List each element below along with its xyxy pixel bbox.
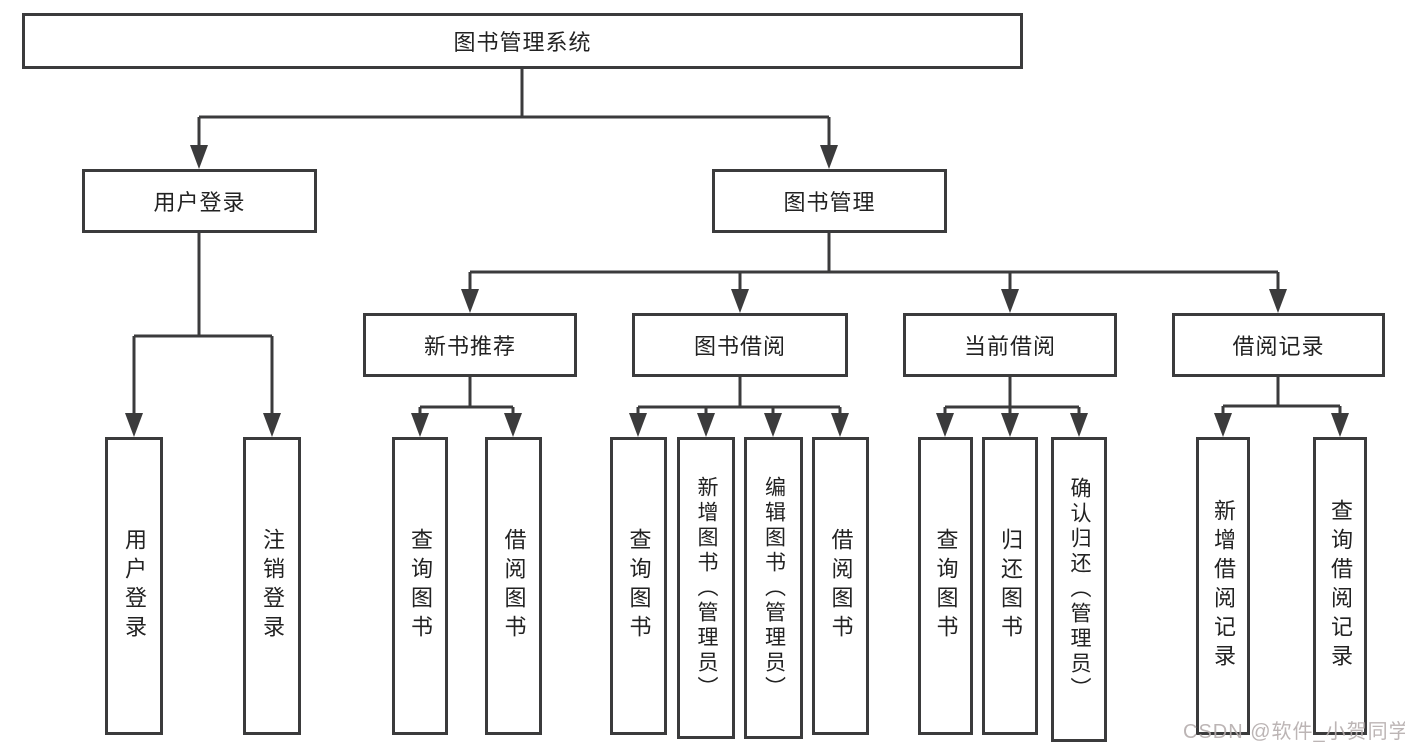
leaf-query-book: 查询图书 xyxy=(918,437,973,735)
leaf-user-login: 用户登录 xyxy=(105,437,163,735)
leaf-add-borrow-record: 新增借阅记录 xyxy=(1196,437,1250,735)
csdn-watermark: CSDN @软件_小贺同学 xyxy=(1183,721,1405,743)
node-book-borrowing: 图书借阅 xyxy=(632,313,848,377)
leaf-edit-book-admin: 编辑图书（管理员） xyxy=(744,437,803,739)
leaf-query-book: 查询图书 xyxy=(392,437,448,735)
leaf-return-book: 归还图书 xyxy=(982,437,1038,735)
leaf-query-borrow-record: 查询借阅记录 xyxy=(1313,437,1367,735)
node-new-book-recommendation: 新书推荐 xyxy=(363,313,577,377)
leaf-borrow-book: 借阅图书 xyxy=(485,437,542,735)
node-current-borrowing: 当前借阅 xyxy=(903,313,1117,377)
node-root-system: 图书管理系统 xyxy=(22,13,1023,69)
leaf-confirm-return-admin: 确认归还（管理员） xyxy=(1051,437,1107,742)
node-book-management: 图书管理 xyxy=(712,169,947,233)
leaf-borrow-book: 借阅图书 xyxy=(812,437,869,735)
leaf-add-book-admin: 新增图书（管理员） xyxy=(677,437,735,739)
leaf-query-book: 查询图书 xyxy=(610,437,667,735)
node-borrowing-records: 借阅记录 xyxy=(1172,313,1385,377)
node-user-login: 用户登录 xyxy=(82,169,317,233)
leaf-logout: 注销登录 xyxy=(243,437,301,735)
